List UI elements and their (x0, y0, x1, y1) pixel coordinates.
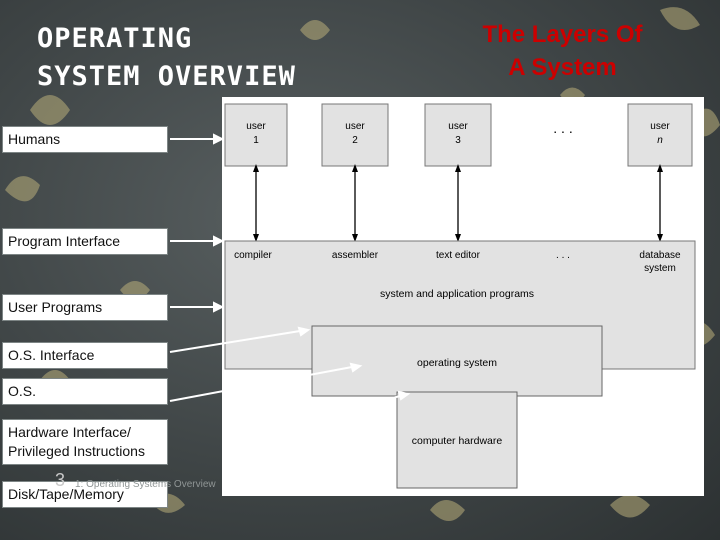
pointer-os-interface (169, 330, 301, 353)
pointer-hardware-interface-2 (309, 395, 401, 421)
user-n-number: n (657, 135, 663, 146)
programs-ellipsis: . . . (556, 250, 570, 261)
user-1-label: user (246, 121, 266, 132)
label-user-programs: User Programs (2, 294, 168, 321)
footer-text: 1: Operating Systems Overview (75, 479, 216, 490)
program-text-editor: text editor (436, 250, 481, 261)
user-n-label: user (650, 121, 670, 132)
diagram-title: The Layers Of A System (482, 21, 643, 81)
label-os: O.S. (2, 378, 168, 405)
os-layer-label: operating system (417, 357, 497, 369)
label-program-interface: Program Interface (2, 228, 168, 255)
label-disk-tape-memory: Disk/Tape/Memory (2, 481, 168, 508)
pointer-os (169, 366, 353, 402)
pointer-hardware-interface (229, 424, 301, 444)
program-compiler: compiler (234, 250, 272, 261)
users-ellipsis: . . . (553, 120, 572, 136)
label-humans: Humans (2, 126, 168, 153)
hardware-layer-label: computer hardware (412, 435, 503, 447)
program-database: database (639, 250, 681, 261)
program-database-system: system (644, 263, 676, 274)
label-os-interface: O.S. Interface (2, 342, 168, 369)
slide-number: 3 (55, 470, 66, 490)
user-box-2 (321, 103, 389, 167)
user-box-3 (424, 103, 492, 167)
label-hardware-interface: Hardware Interface/ Privileged Instructi… (2, 419, 168, 465)
page-title: OPERATING SYSTEM OVERVIEW (37, 23, 296, 92)
programs-layer-label: system and application programs (380, 288, 534, 300)
user-3-label: user (448, 121, 468, 132)
user-2-label: user (345, 121, 365, 132)
program-assembler: assembler (332, 250, 379, 261)
user-1-number: 1 (253, 135, 259, 146)
user-2-number: 2 (352, 135, 358, 146)
user-3-number: 3 (455, 135, 461, 146)
user-box-n (627, 103, 693, 167)
user-box-1 (224, 103, 288, 167)
hardware-layer (396, 391, 518, 489)
os-layer (311, 325, 603, 397)
